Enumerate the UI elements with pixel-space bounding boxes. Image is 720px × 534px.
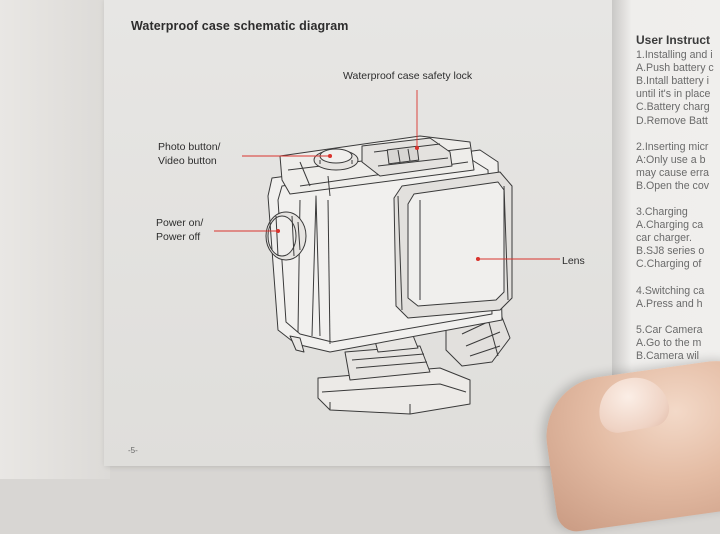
right-page-line: C.Charging of bbox=[636, 258, 702, 271]
label-lens: Lens bbox=[562, 255, 585, 267]
right-page-line: 3.Charging bbox=[636, 206, 688, 219]
safety-lock bbox=[361, 137, 453, 177]
right-page-line: A.Go to the m bbox=[636, 336, 702, 349]
photo-button-part bbox=[313, 148, 359, 171]
right-page-line: A:Only use a b bbox=[636, 153, 706, 166]
right-page-line: A.Charging ca bbox=[636, 219, 704, 232]
right-page-line: 2.Inserting micr bbox=[636, 140, 709, 153]
right-page-line: 1.Installing and i bbox=[636, 49, 713, 62]
right-page-line: car charger. bbox=[636, 232, 692, 245]
leader-line-lens bbox=[475, 256, 560, 262]
label-power-line2: Power off bbox=[156, 231, 201, 243]
page-title: Waterproof case schematic diagram bbox=[131, 19, 349, 33]
label-power-line1: Power on/ bbox=[156, 217, 204, 229]
leader-line-power bbox=[214, 228, 281, 234]
leader-line-safety-lock bbox=[414, 90, 420, 151]
right-page-line: B.Intall battery i bbox=[636, 75, 710, 88]
lens-housing bbox=[393, 171, 513, 319]
leader-line-photo-button bbox=[242, 153, 333, 159]
right-page-line: B.Camera wil bbox=[636, 349, 699, 362]
right-page-line: A.Press and h bbox=[636, 297, 703, 310]
right-page-line: B.Open the cov bbox=[636, 179, 710, 192]
label-safety-lock: Waterproof case safety lock bbox=[343, 70, 473, 82]
right-page-line: 4.Switching ca bbox=[636, 284, 705, 297]
right-page-gap bbox=[636, 311, 720, 324]
page-number: -5- bbox=[128, 446, 138, 455]
right-page-line: 5.Car Camera bbox=[636, 323, 703, 336]
background-surface bbox=[0, 0, 110, 479]
right-page-gap bbox=[636, 272, 720, 285]
label-photo-button: Photo button/ Video button bbox=[158, 140, 220, 168]
right-page-line: C.Battery charg bbox=[636, 101, 710, 114]
power-knob bbox=[265, 211, 307, 261]
label-photo-button-line2: Video button bbox=[158, 155, 217, 167]
right-page-title: User Instruct bbox=[636, 33, 711, 47]
right-page-line: D.Remove Batt bbox=[636, 114, 708, 127]
right-page-line: A.Push battery c bbox=[636, 62, 714, 75]
right-page-line: may cause erra bbox=[636, 166, 710, 179]
mount-base bbox=[317, 327, 471, 415]
right-page-gap bbox=[636, 128, 720, 141]
label-power: Power on/ Power off bbox=[156, 216, 203, 244]
label-photo-button-line1: Photo button/ bbox=[158, 141, 221, 153]
right-page-gap bbox=[636, 193, 720, 206]
right-page-line: until it's in place bbox=[636, 88, 711, 101]
camera-case-diagram bbox=[214, 90, 560, 415]
right-page-line: B.SJ8 series o bbox=[636, 245, 705, 258]
